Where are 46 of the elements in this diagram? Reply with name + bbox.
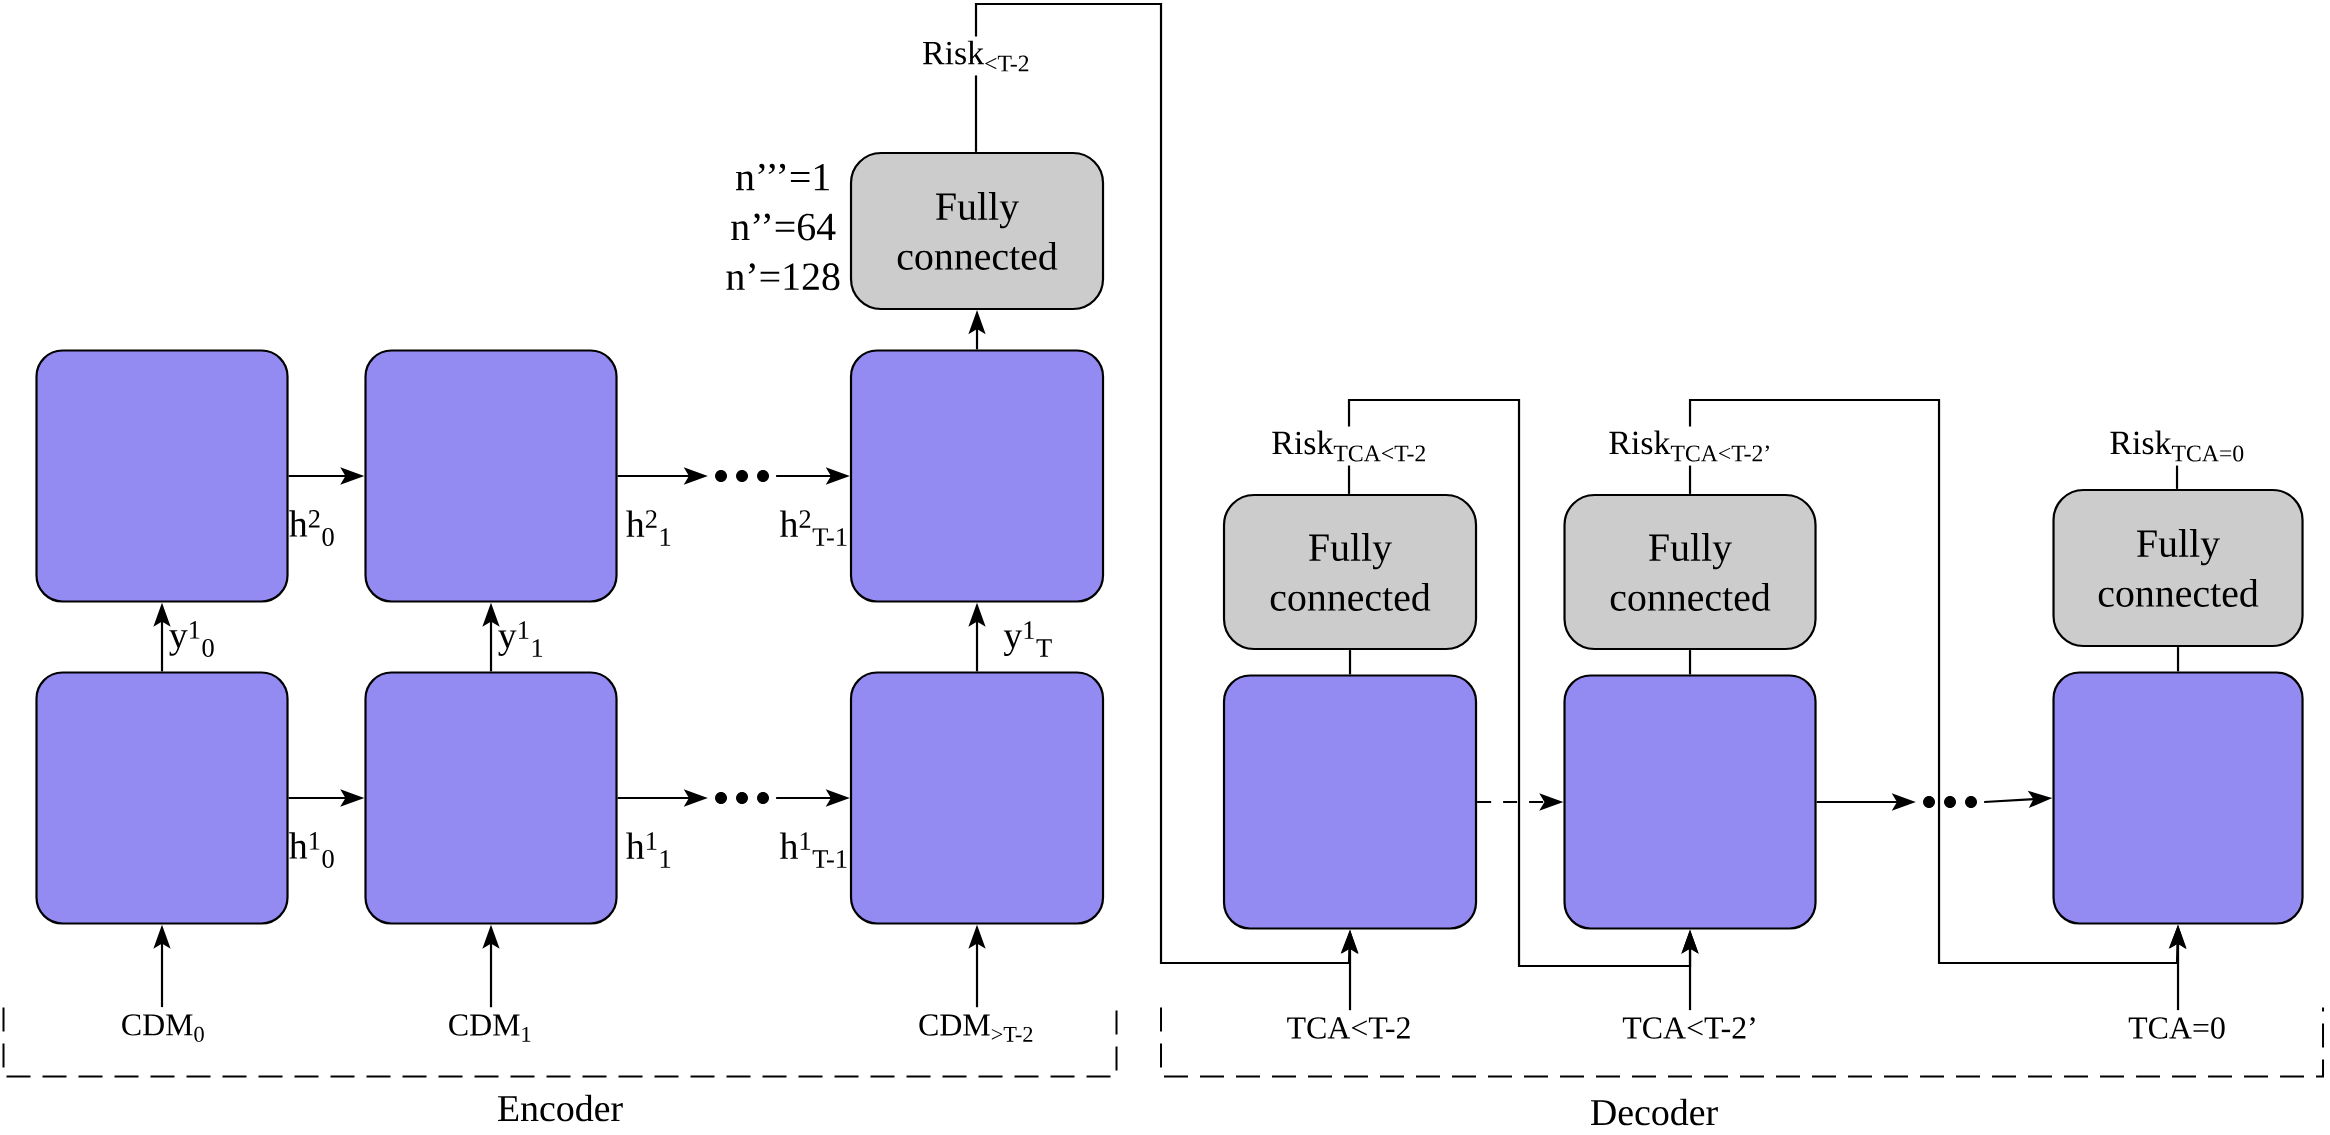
- input-label: TCA=0: [2128, 1017, 2225, 1039]
- recurrent-cell: [1563, 674, 1817, 930]
- edge-label: h$^{2}$0: [289, 510, 334, 546]
- risk-output-label: Risk$_{TCA<T-2}$: [1272, 430, 1425, 462]
- input-label: CDM$_{1}$: [449, 1014, 531, 1042]
- input-label: TCA<T-2’: [1622, 1017, 1755, 1039]
- connector-line: [1688, 465, 1692, 494]
- connector-line: [1348, 650, 1352, 675]
- connector-line: [974, 75, 978, 152]
- risk-output-label: Risk$_{TCA=0}$: [2110, 430, 2244, 462]
- connector-line: [1347, 465, 1351, 494]
- edge-label: y$^{1}$1: [498, 621, 543, 657]
- fully-connected-box: Fully connected: [2052, 488, 2304, 648]
- risk-output-label: Risk$_{<T-2}$: [922, 40, 1029, 72]
- connector-line: [1688, 650, 1692, 675]
- edge-label: h$^{1}$1: [626, 832, 671, 868]
- group-label: Encoder: [498, 1094, 623, 1122]
- layer-size-label: n’’’=1 n’’=64 n’=128: [726, 163, 840, 291]
- edge-label: h$^{2}$1: [626, 510, 671, 546]
- arrow: [974, 2, 1358, 965]
- edge-label: h$^{1}$0: [289, 832, 334, 868]
- recurrent-cell: [2052, 671, 2304, 925]
- recurrent-cell: [849, 349, 1105, 603]
- fully-connected-box: Fully connected: [849, 151, 1105, 311]
- fully-connected-box: Fully connected: [1222, 493, 1478, 651]
- input-label: CDM$_{0}$: [122, 1014, 204, 1042]
- recurrent-cell: [35, 349, 289, 603]
- recurrent-cell: [35, 671, 289, 925]
- ellipsis-dots: [715, 792, 769, 804]
- edge-label: h$^{1}$T-1: [779, 832, 847, 868]
- connector-line: [2175, 465, 2179, 489]
- input-label: CDM$_{>T-2}$: [919, 1014, 1033, 1042]
- risk-output-label: Risk$_{TCA<T-2’}$: [1609, 430, 1769, 462]
- recurrent-cell: [364, 349, 618, 603]
- connector-line: [2176, 647, 2180, 672]
- recurrent-cell: [1222, 674, 1478, 930]
- ellipsis-dots: [715, 470, 769, 482]
- recurrent-cell: [364, 671, 618, 925]
- recurrent-cell: [849, 671, 1105, 925]
- ellipsis-dots: [1923, 796, 1978, 808]
- input-label: TCA<T-2: [1287, 1017, 1410, 1039]
- edge-label: h$^{2}$T-1: [779, 510, 847, 546]
- edge-label: y$^{1}$T: [1003, 621, 1052, 657]
- fully-connected-box: Fully connected: [1563, 493, 1817, 651]
- group-label: Decoder: [1591, 1098, 1718, 1126]
- edge-label: y$^{1}$0: [169, 621, 214, 657]
